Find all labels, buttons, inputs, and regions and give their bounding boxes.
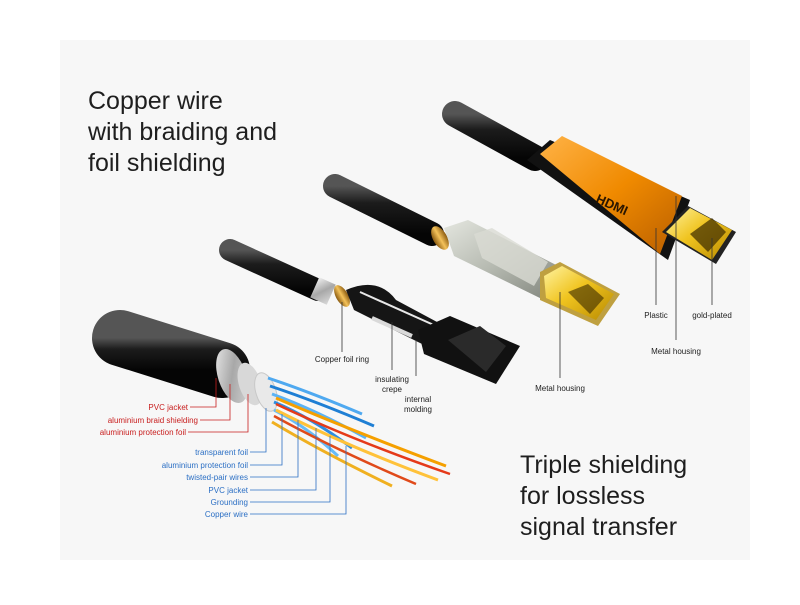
- cable-body-3: [219, 239, 329, 301]
- label-pvc-jacket-inner: PVC jacket: [208, 486, 248, 495]
- cable-3-braid: [310, 277, 336, 305]
- backdrop: [60, 40, 750, 560]
- wire-blue-1: [267, 376, 363, 416]
- silver-housing-grip: [474, 228, 548, 286]
- label-plastic: Plastic: [644, 311, 668, 320]
- cable-body-4: [92, 310, 250, 398]
- leader-twisted-pair: [250, 420, 299, 478]
- headline-bottom: Triple shielding for lossless signal tra…: [520, 451, 688, 541]
- headline-top: Copper wire with braiding and foil shiel…: [88, 87, 278, 177]
- plug-2-opening: [568, 284, 604, 314]
- wire-copper-1: [275, 396, 447, 468]
- orange-housing: [540, 136, 682, 254]
- leader-foil-outer: [188, 394, 249, 433]
- leader-foil-inner: [250, 414, 283, 466]
- cutaway-plug-face: [448, 326, 506, 372]
- label-metal-housing-silver: Metal housing: [535, 384, 585, 393]
- leader-copper-wire: [250, 446, 347, 515]
- wire-copper-3: [271, 420, 393, 488]
- cable-cutaway: [219, 239, 520, 384]
- wire-blue-2: [269, 384, 375, 428]
- wire-copper-2: [275, 408, 439, 482]
- cable-orange-hdmi: HDMI: [442, 101, 736, 264]
- label-aluminium-braid-shielding: aluminium braid shielding: [108, 416, 198, 425]
- label-molding: molding: [404, 405, 432, 414]
- label-internal: internal: [405, 395, 431, 404]
- label-metal-housing-gold: Metal housing: [651, 347, 701, 356]
- label-insulating: insulating: [375, 375, 409, 384]
- leader-pvc-inner: [250, 428, 317, 491]
- insulating-crepe-edge: [359, 291, 437, 327]
- wire-red-2: [273, 414, 417, 486]
- cable-2-ring: [431, 226, 449, 250]
- tip-opening: [690, 218, 726, 252]
- cable-stripped: [92, 310, 451, 488]
- label-pvc-jacket-outer: PVC jacket: [148, 403, 188, 412]
- labels: Plastic gold-plated Metal housing Metal …: [100, 311, 732, 519]
- leader-transparent-foil: [250, 408, 267, 453]
- label-gold-plated: gold-plated: [692, 311, 732, 320]
- label-grounding: Grounding: [211, 498, 248, 507]
- cable-body-2: [323, 174, 444, 246]
- label-transparent-foil: transparent foil: [195, 448, 248, 457]
- braid-shielding: [216, 349, 248, 403]
- leader-lines-red: [188, 378, 249, 433]
- leader-lines-blue: [250, 408, 347, 515]
- label-copper-foil-ring: Copper foil ring: [315, 355, 369, 364]
- leader-lines-top: [341, 196, 713, 378]
- label-aluminium-protection-foil-outer: aluminium protection foil: [100, 428, 186, 437]
- copper-foil-ring: [334, 285, 350, 307]
- leader-braid: [200, 384, 231, 421]
- label-copper-wire: Copper wire: [205, 510, 249, 519]
- leader-pvc-outer: [190, 378, 217, 408]
- cable-silver-hdmi: [323, 174, 620, 326]
- wire-red-1: [275, 402, 451, 476]
- leader-grounding: [250, 436, 331, 503]
- label-twisted-pair-wires: twisted-pair wires: [186, 473, 248, 482]
- label-crepe: crepe: [382, 385, 403, 394]
- cable-body-1: [442, 101, 548, 171]
- label-aluminium-protection-foil-inner: aluminium protection foil: [162, 461, 248, 470]
